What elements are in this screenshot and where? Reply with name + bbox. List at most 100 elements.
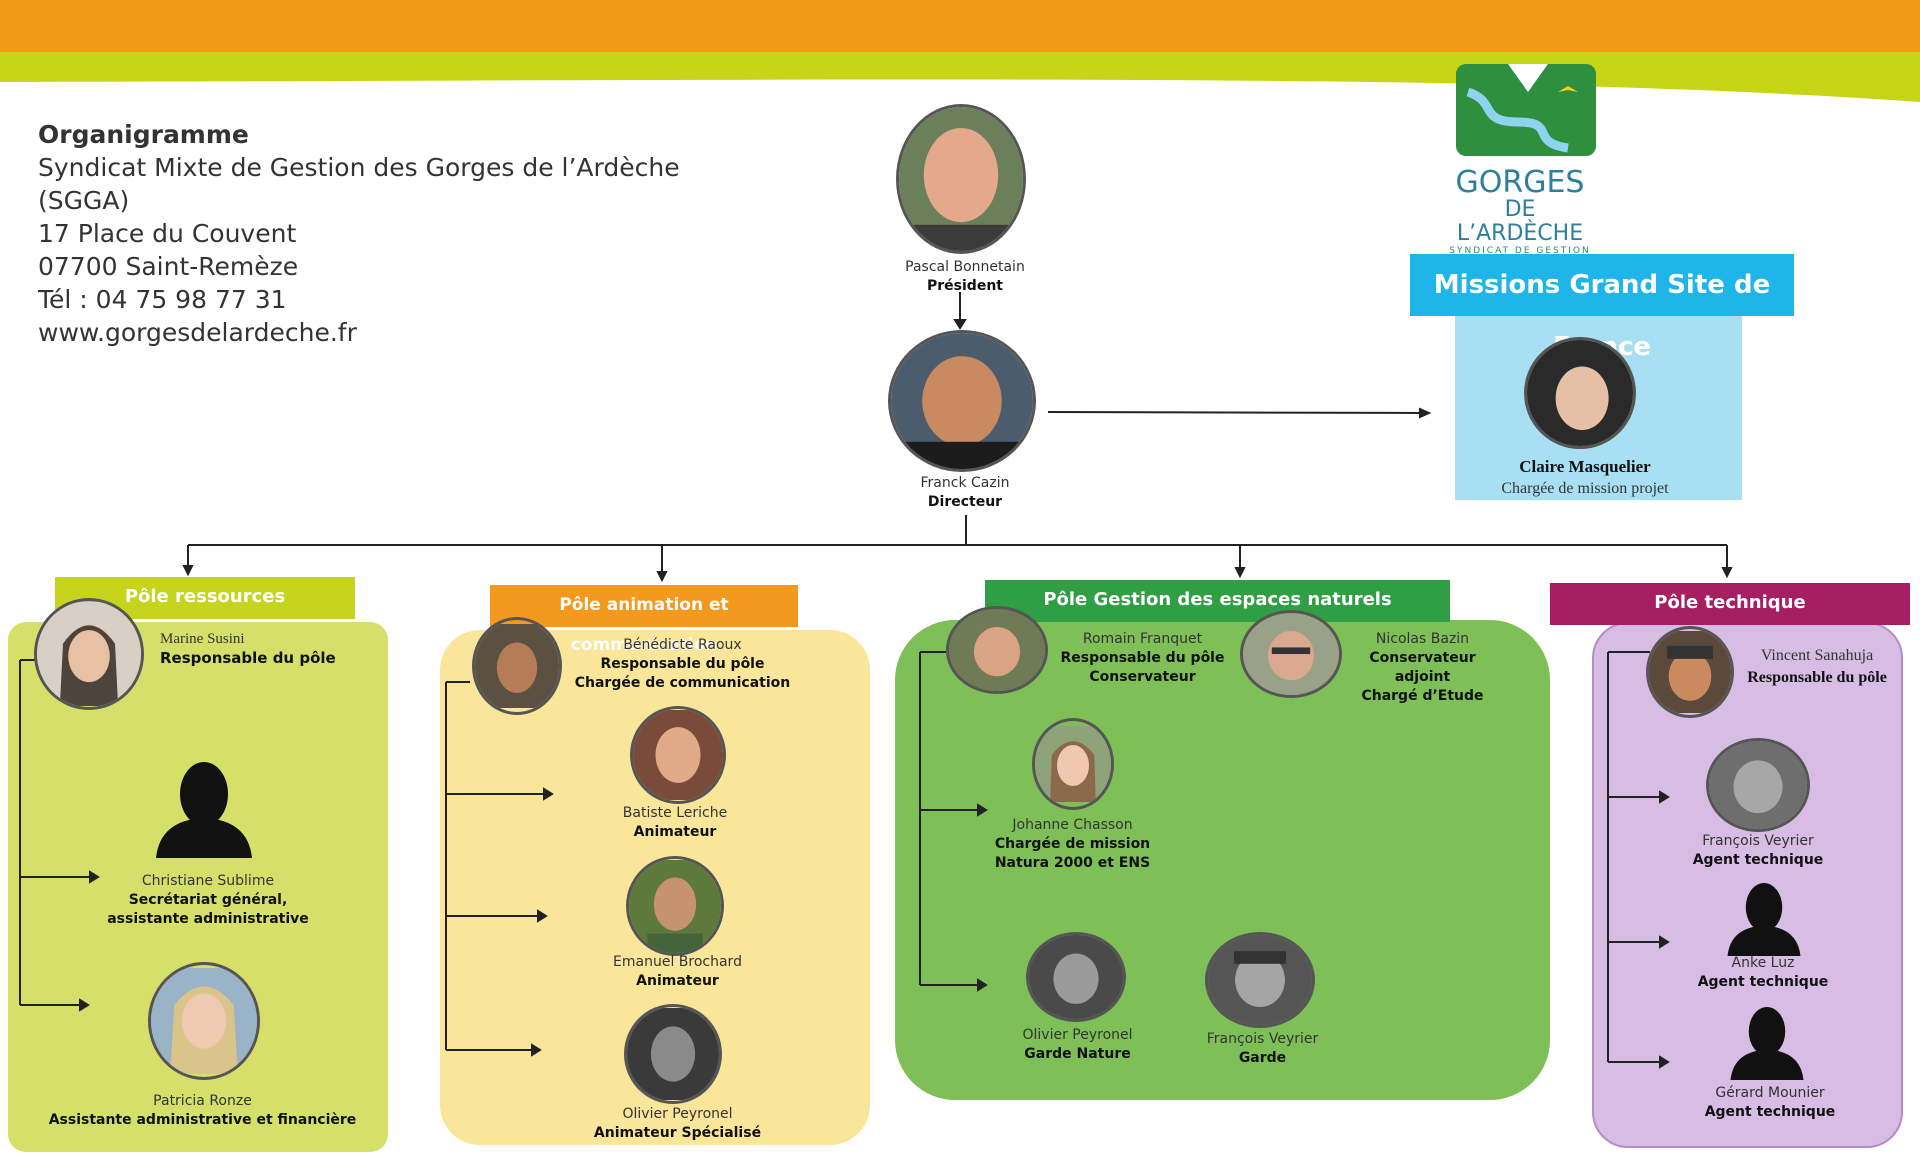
missions-title: Missions Grand Site de France	[1410, 254, 1794, 362]
gestion-head-label: Romain Franquet Responsable du pôle Cons…	[1040, 630, 1245, 687]
gestion-member1-label: Johanne Chasson Chargée de mission Natur…	[975, 816, 1170, 873]
ressources-member2-role: Assistante administrative et financière	[48, 1112, 357, 1128]
page-title: Organigramme	[38, 120, 249, 149]
animation-member1-label: Batiste Leriche Animateur	[575, 804, 775, 842]
gestion-head-role1: Responsable du pôle	[1060, 650, 1225, 666]
director-name: Franck Cazin	[920, 475, 1010, 491]
ressources-member1-label: Christiane Sublime Secrétariat général, …	[88, 872, 328, 929]
gestion-member1-name: Johanne Chasson	[1012, 817, 1133, 833]
gestion-deputy-label: Nicolas Bazin Conservateur adjoint Charg…	[1340, 630, 1505, 706]
director-role: Directeur	[927, 494, 1003, 510]
gestion-member3-label: François Veyrier Garde	[1170, 1030, 1355, 1068]
technique-member2-name: Anke Luz	[1731, 955, 1795, 971]
logo-emblem-icon	[1456, 64, 1596, 156]
top-orange-band	[0, 0, 1920, 58]
animation-member3-role: Animateur Spécialisé	[593, 1125, 762, 1141]
technique-member3-name: Gérard Mounier	[1715, 1085, 1825, 1101]
president-role: Président	[927, 278, 1003, 294]
org-acronym: (SGGA)	[38, 186, 130, 215]
animation-member1-role: Animateur	[633, 824, 717, 840]
top-green-wave	[0, 52, 1920, 102]
gestion-member1-photo	[1032, 718, 1114, 810]
ressources-member2-label: Patricia Ronze Assistante administrative…	[30, 1092, 375, 1130]
gorges-logo: GORGES DE L’ARDÈCHE SYNDICAT DE GESTION	[1440, 62, 1600, 256]
ressources-member1-role1: Secrétariat général,	[128, 892, 288, 908]
ressources-head-label: Marine Susini Responsable du pôle	[160, 630, 360, 668]
logo-line2: DE L’ARDÈCHE	[1456, 197, 1584, 246]
person-silhouette-icon	[1727, 883, 1801, 956]
org-city: 07700 Saint-Remèze	[38, 252, 299, 281]
technique-member1-label: François Veyrier Agent technique	[1660, 832, 1856, 870]
gestion-deputy-photo	[1240, 610, 1342, 698]
gestion-deputy-role2: Chargé d’Etude	[1361, 688, 1484, 704]
logo-line3: SYNDICAT DE GESTION	[1449, 246, 1591, 256]
technique-member2-label: Anke Luz Agent technique	[1665, 954, 1861, 992]
animation-member3-label: Olivier Peyronel Animateur Spécialisé	[570, 1105, 785, 1143]
pole-ressources-title: Pôle ressources	[55, 577, 355, 619]
ressources-head-photo	[34, 598, 144, 710]
ressources-member1-name: Christiane Sublime	[141, 873, 275, 889]
gestion-deputy-role1: Conservateur adjoint	[1369, 650, 1476, 685]
ressources-member1-role2: assistante administrative	[107, 911, 309, 927]
technique-head-photo	[1646, 626, 1734, 718]
logo-line1: GORGES	[1455, 165, 1585, 200]
technique-member1-role: Agent technique	[1692, 852, 1824, 868]
missions-person-role: Chargée de mission projet	[1501, 480, 1669, 497]
technique-member1-photo	[1706, 738, 1810, 832]
animation-member2-label: Emanuel Brochard Animateur	[575, 953, 780, 991]
president-name: Pascal Bonnetain	[905, 259, 1025, 275]
pole-gestion-title: Pôle Gestion des espaces naturels	[985, 580, 1450, 622]
gestion-deputy-name: Nicolas Bazin	[1375, 631, 1470, 647]
ressources-head-name: Marine Susini	[160, 631, 245, 647]
gestion-head-name: Romain Franquet	[1082, 631, 1203, 647]
gestion-member3-name: François Veyrier	[1206, 1031, 1319, 1047]
person-silhouette-icon	[1730, 1007, 1804, 1080]
pole-animation-title: Pôle animation et communication	[490, 585, 798, 655]
animation-head-role1: Responsable du pôle	[600, 656, 765, 672]
technique-member1-name: François Veyrier	[1702, 833, 1814, 849]
gestion-member2-label: Olivier Peyronel Garde Nature	[985, 1026, 1170, 1064]
gestion-head-photo	[946, 606, 1048, 694]
animation-member1-photo	[630, 706, 726, 804]
technique-head-role: Responsable du pôle	[1747, 669, 1887, 686]
person-silhouette-icon	[156, 762, 252, 858]
president-photo	[896, 104, 1026, 254]
animation-head-label: Bénédicte Raoux Responsable du pôle Char…	[560, 636, 805, 693]
technique-head-label: Vincent Sanahuja Responsable du pôle	[1732, 645, 1902, 689]
missions-person-photo	[1524, 337, 1636, 449]
ressources-member2-photo	[148, 962, 260, 1080]
animation-head-photo	[472, 617, 562, 715]
pole-technique-title: Pôle technique	[1550, 583, 1910, 625]
org-address: 17 Place du Couvent	[38, 219, 297, 248]
animation-member1-name: Batiste Leriche	[622, 805, 728, 821]
director-photo	[888, 330, 1036, 472]
director-label: Franck Cazin Directeur	[860, 474, 1070, 512]
animation-member3-photo	[624, 1004, 722, 1104]
gestion-member1-role2: Natura 2000 et ENS	[994, 855, 1151, 871]
organization-info: Organigramme Syndicat Mixte de Gestion d…	[38, 118, 680, 349]
technique-member2-role: Agent technique	[1697, 974, 1829, 990]
animation-member2-name: Emanuel Brochard	[613, 954, 742, 970]
org-website[interactable]: www.gorgesdelardeche.fr	[38, 318, 357, 347]
animation-member3-name: Olivier Peyronel	[622, 1106, 733, 1122]
gestion-member1-role1: Chargée de mission	[994, 836, 1151, 852]
ressources-member2-name: Patricia Ronze	[153, 1093, 252, 1109]
animation-member2-role: Animateur	[636, 973, 719, 989]
org-phone: Tél : 04 75 98 77 31	[38, 285, 287, 314]
panel-gestion	[895, 620, 1550, 1100]
gestion-member2-photo	[1026, 932, 1126, 1022]
ressources-head-role: Responsable du pôle	[160, 649, 336, 667]
animation-head-role2: Chargée de communication	[574, 675, 791, 691]
technique-member3-role: Agent technique	[1704, 1104, 1836, 1120]
technique-member3-label: Gérard Mounier Agent technique	[1672, 1084, 1868, 1122]
gestion-member3-role: Garde	[1238, 1050, 1287, 1066]
gestion-member2-role: Garde Nature	[1024, 1046, 1131, 1062]
gestion-head-role2: Conservateur	[1089, 669, 1196, 685]
gestion-member2-name: Olivier Peyronel	[1022, 1027, 1133, 1043]
org-name: Syndicat Mixte de Gestion des Gorges de …	[38, 153, 680, 182]
missions-person-label: Claire Masquelier Chargée de mission pro…	[1460, 456, 1710, 500]
gestion-member3-photo	[1205, 932, 1315, 1028]
animation-member2-photo	[626, 856, 724, 956]
animation-head-name: Bénédicte Raoux	[623, 637, 742, 653]
technique-head-name: Vincent Sanahuja	[1760, 647, 1874, 664]
